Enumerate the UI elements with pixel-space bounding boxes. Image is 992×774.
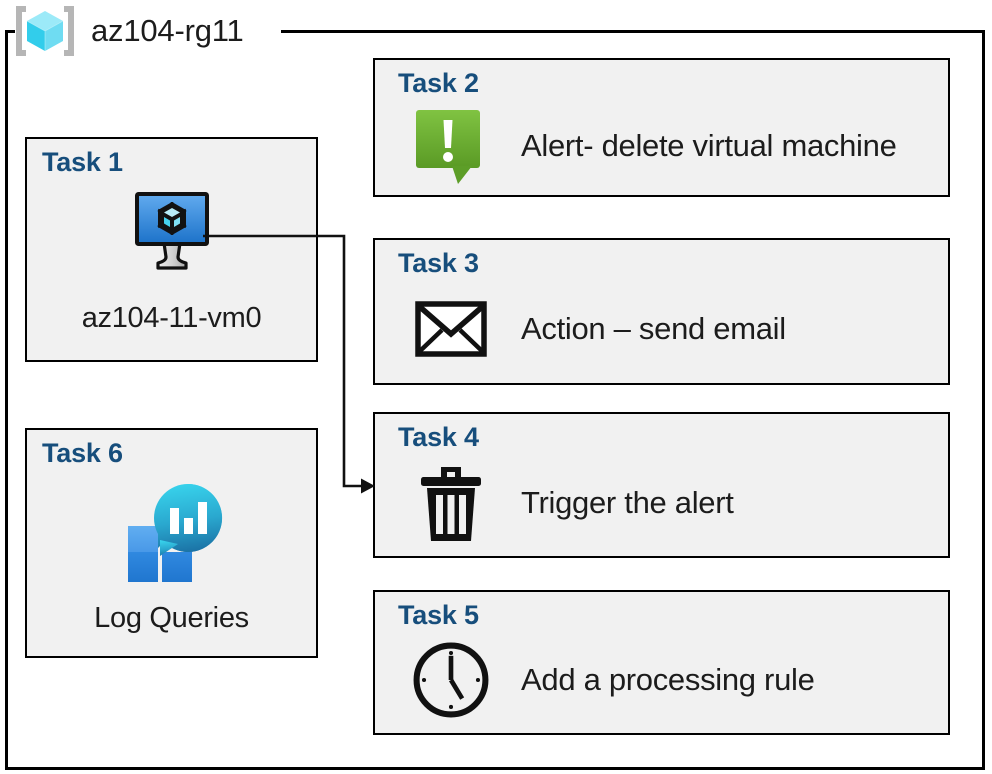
log-analytics-icon	[127, 483, 222, 582]
task2-label: Alert- delete virtual machine	[521, 128, 897, 163]
task1-icon-slot	[27, 189, 316, 273]
task6-card[interactable]: Task 6	[25, 428, 318, 658]
task6-title: Task 6	[42, 438, 123, 468]
task6-icon-slot	[27, 478, 316, 586]
task5-label: Add a processing rule	[521, 662, 815, 697]
task4-label: Trigger the alert	[521, 485, 734, 520]
resource-group-frame-top-right-run	[281, 30, 985, 33]
task5-card[interactable]: Task 5 Add a processing rule	[373, 590, 950, 735]
task6-label: Log Queries	[94, 602, 249, 634]
task5-title: Task 5	[398, 600, 479, 630]
task4-card[interactable]: Task 4 Trigger the alert	[373, 412, 950, 558]
virtual-machine-icon	[134, 192, 209, 270]
task4-title: Task 4	[398, 422, 479, 452]
task5-row: Add a processing rule	[411, 636, 938, 724]
resource-group-header: az104-rg11	[12, 2, 244, 60]
trash-icon	[421, 467, 481, 541]
clock-icon	[413, 642, 489, 718]
task1-card[interactable]: Task 1	[25, 137, 318, 362]
task3-card[interactable]: Task 3 Action – send email	[373, 238, 950, 385]
task3-label: Action – send email	[521, 311, 786, 346]
task1-label: az104-11-vm0	[81, 302, 262, 334]
task4-row: Trigger the alert	[411, 458, 938, 548]
azure-resource-group-icon	[16, 6, 74, 56]
resource-group-frame-top-left-stub	[5, 30, 15, 33]
alert-bubble-icon	[416, 110, 480, 184]
task2-icon-slot	[411, 106, 491, 186]
resource-group-name: az104-rg11	[91, 13, 244, 48]
envelope-icon	[415, 301, 487, 357]
task2-card[interactable]: Task 2 Alert- delete virtual machin	[373, 58, 950, 197]
task3-row: Action – send email	[411, 288, 938, 370]
task2-row: Alert- delete virtual machine	[411, 106, 938, 186]
task2-title: Task 2	[398, 68, 479, 98]
task5-icon-slot	[411, 637, 491, 723]
task1-title: Task 1	[42, 147, 123, 177]
task4-icon-slot	[411, 461, 491, 545]
task3-icon-slot	[411, 298, 491, 360]
task3-title: Task 3	[398, 248, 479, 278]
